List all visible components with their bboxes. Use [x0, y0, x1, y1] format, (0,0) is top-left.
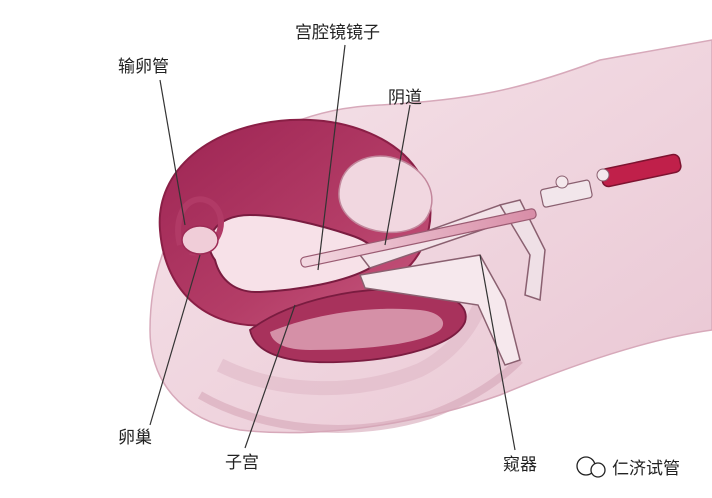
- leader-fallopian-tube: [159, 79, 186, 226]
- speculum-lower-blade: [358, 254, 521, 366]
- hysteroscope-valve-1: [555, 175, 569, 189]
- watermark: 仁济试管: [576, 456, 680, 479]
- speculum-handle: [498, 199, 546, 302]
- leader-vagina: [384, 104, 411, 246]
- watermark-icon-front: [590, 462, 606, 478]
- hysteroscope-valve-2: [596, 168, 610, 182]
- label-hysteroscope: 宫腔镜镜子: [295, 23, 380, 43]
- leader-speculum: [479, 254, 516, 451]
- rectum-contour: [216, 302, 487, 396]
- label-vagina: 阴道: [388, 88, 422, 108]
- watermark-text: 仁济试管: [612, 459, 680, 479]
- cervix-inner: [270, 308, 444, 350]
- label-speculum: 窥器: [503, 455, 537, 475]
- label-uterus: 子宫: [225, 453, 259, 473]
- leader-ovary: [149, 254, 201, 426]
- label-ovary: 卵巢: [118, 428, 152, 448]
- ovary-shape: [181, 225, 219, 255]
- leader-hysteroscope: [317, 44, 346, 271]
- bladder: [338, 155, 433, 234]
- leader-uterus: [244, 304, 296, 449]
- lower-contour: [197, 357, 523, 433]
- label-fallopian-tube: 输卵管: [118, 57, 169, 77]
- hysteroscope-shaft: [300, 208, 537, 268]
